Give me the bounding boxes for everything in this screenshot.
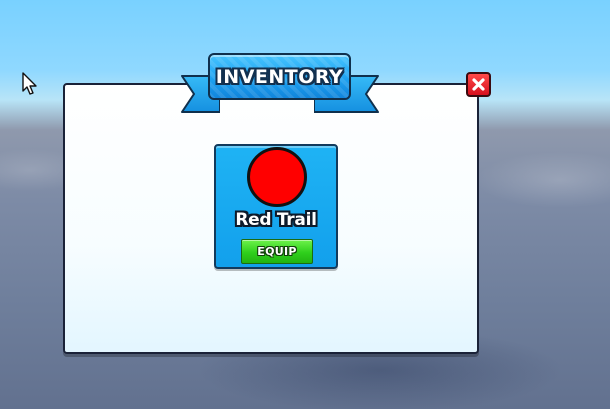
close-x-icon <box>472 78 485 91</box>
equip-button-label: EQUIP <box>257 245 297 258</box>
inventory-item-card[interactable]: Red Trail EQUIP <box>214 144 338 269</box>
title-banner: INVENTORY <box>208 53 351 100</box>
red-circle-icon <box>247 147 307 207</box>
item-name: Red Trail <box>235 210 317 230</box>
inventory-title: INVENTORY <box>215 65 344 88</box>
equip-button[interactable]: EQUIP <box>241 239 313 264</box>
close-button[interactable] <box>466 72 491 97</box>
mouse-cursor-icon <box>22 72 37 95</box>
